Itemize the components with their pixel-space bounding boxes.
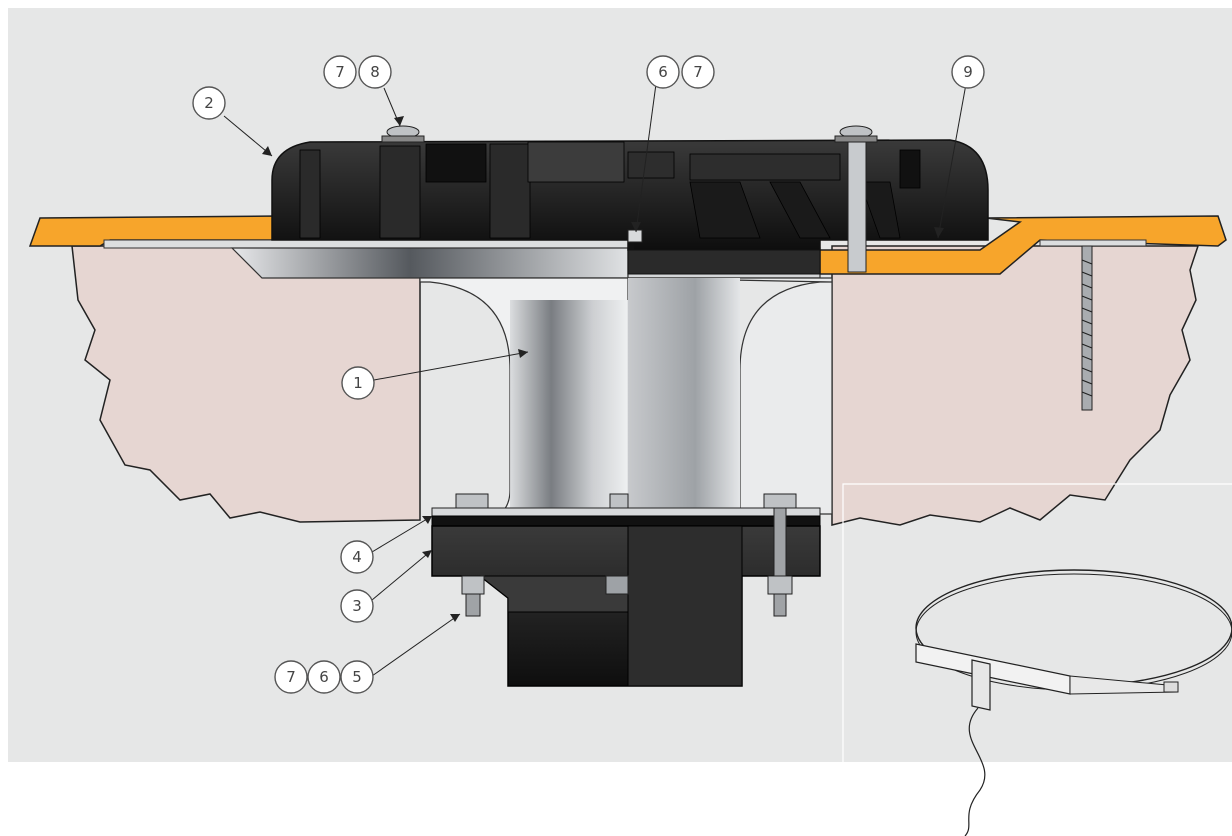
- callout-label: 6: [319, 668, 329, 686]
- callout-6-top: 6: [646, 55, 680, 89]
- sealing-gasket: [431, 515, 821, 527]
- lower-bolt-center: [609, 493, 629, 509]
- roof-membrane-right: [819, 215, 1227, 275]
- callout-7-center: 7: [681, 55, 715, 89]
- callout-label: 7: [693, 63, 703, 81]
- callout-7-top: 7: [323, 55, 357, 89]
- drain-pipe-right-inner: [628, 278, 740, 514]
- callout-label: 1: [353, 374, 363, 392]
- leader-lines: [223, 83, 967, 677]
- drain-body-ribs: [299, 141, 921, 239]
- inset-frame: [842, 483, 1232, 836]
- callout-3: 3: [340, 589, 374, 623]
- callout-label: 8: [370, 63, 380, 81]
- callout-label: 2: [204, 94, 214, 112]
- lower-flange-plate: [431, 507, 821, 517]
- callout-8: 8: [358, 55, 392, 89]
- arrow-heads: [262, 116, 944, 622]
- lower-collar-right-half: [627, 525, 743, 687]
- callout-label: 6: [658, 63, 668, 81]
- concrete-slab: [71, 245, 1200, 526]
- callout-label: 9: [963, 63, 973, 81]
- callout-label: 5: [352, 668, 362, 686]
- deck-plate: [103, 239, 629, 249]
- callout-label: 7: [286, 668, 296, 686]
- callout-7-bottom: 7: [274, 660, 308, 694]
- callout-2: 2: [192, 86, 226, 120]
- callout-1: 1: [341, 366, 375, 400]
- callout-9: 9: [951, 55, 985, 89]
- callout-label: 7: [335, 63, 345, 81]
- callout-5: 5: [340, 660, 374, 694]
- clamping-ring-left: [628, 240, 634, 250]
- lower-nut-center: [605, 575, 629, 595]
- lower-collar-taper: [478, 575, 629, 613]
- callout-label: 3: [352, 597, 362, 615]
- top-bolt-right: [834, 125, 878, 273]
- heating-clamp-illustration: [915, 569, 1232, 836]
- drain-pipe-left-inner: [510, 300, 628, 514]
- clamping-ring: [627, 249, 821, 275]
- anchor-screw: [1081, 245, 1093, 411]
- callout-label: 4: [352, 548, 362, 566]
- center-nut: [627, 229, 643, 243]
- drain-flange-left: [230, 247, 629, 279]
- callout-4: 4: [340, 540, 374, 574]
- deck-plate-right: [1039, 239, 1147, 247]
- callout-6-bottom: 6: [307, 660, 341, 694]
- lower-bolt-left: [455, 493, 489, 617]
- top-bolt-left: [381, 125, 425, 143]
- lower-bolt-right: [763, 493, 797, 617]
